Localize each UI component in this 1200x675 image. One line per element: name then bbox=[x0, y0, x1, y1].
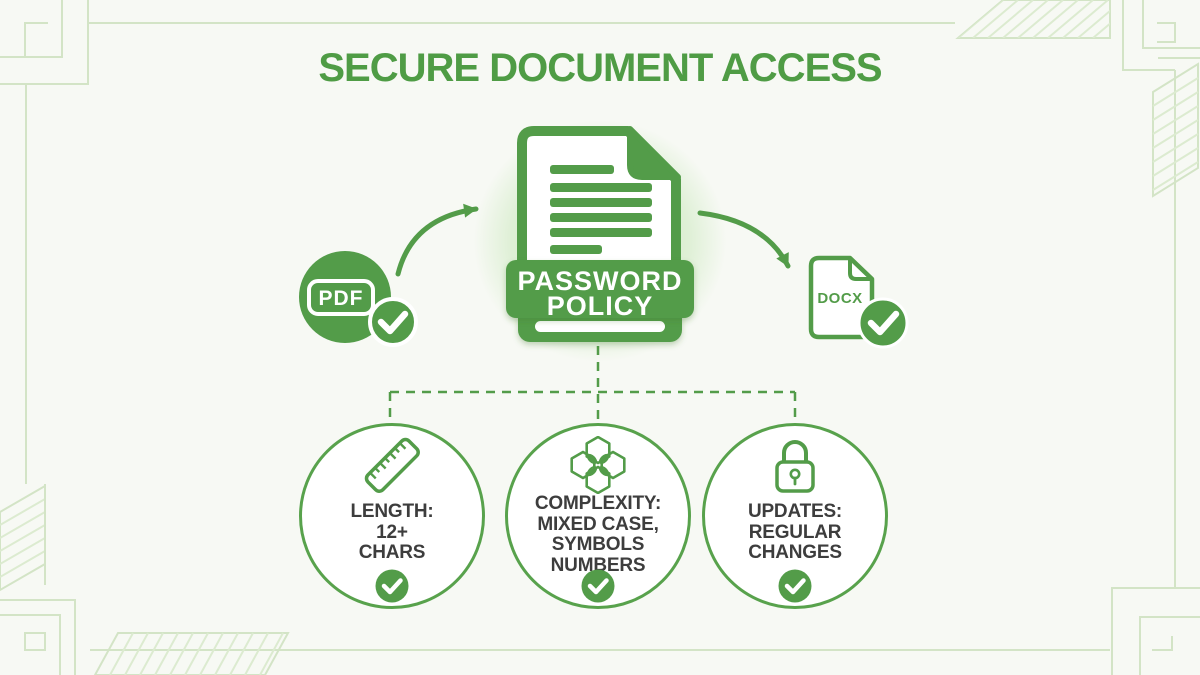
pdf-circle bbox=[299, 251, 391, 343]
docx-folded-corner bbox=[848, 258, 872, 281]
folded-corner bbox=[627, 126, 681, 180]
requirement-complexity-text: COMPLEXITY: MIXED CASE, SYMBOLS NUMBERS bbox=[534, 493, 662, 576]
docx-label: DOCX bbox=[817, 290, 862, 307]
pdf-file-icon: PDF bbox=[299, 251, 418, 347]
padlock-icon bbox=[768, 439, 822, 493]
docx-check-icon bbox=[857, 297, 909, 349]
docx-file-icon: DOCX bbox=[808, 255, 909, 349]
requirement-updates: UPDATES: REGULAR CHANGES bbox=[702, 423, 888, 609]
password-policy-banner: PASSWORD POLICY bbox=[506, 260, 694, 321]
requirement-length: LENGTH: 12+ CHARS bbox=[299, 423, 485, 609]
banner-line1: PASSWORD bbox=[517, 266, 682, 296]
requirement-updates-text: UPDATES: REGULAR CHANGES bbox=[747, 501, 843, 563]
pdf-label: PDF bbox=[319, 287, 364, 310]
password-policy-document-icon: PASSWORD POLICY bbox=[506, 126, 694, 342]
pdf-label-frame bbox=[307, 279, 375, 316]
document-text-lines bbox=[550, 165, 652, 254]
check-icon bbox=[580, 568, 616, 604]
check-icon bbox=[374, 568, 410, 604]
corner-decoration-bottom-right bbox=[1111, 587, 1200, 675]
pdf-check-icon bbox=[368, 297, 418, 347]
banner-line2: POLICY bbox=[547, 291, 654, 321]
requirement-complexity: COMPLEXITY: MIXED CASE, SYMBOLS NUMBERS bbox=[505, 423, 691, 609]
ruler-icon bbox=[361, 437, 423, 493]
hexagon-flower-icon bbox=[569, 436, 627, 494]
check-icon bbox=[777, 568, 813, 604]
page-title: SECURE DOCUMENT ACCESS bbox=[318, 46, 882, 90]
requirement-length-text: LENGTH: 12+ CHARS bbox=[350, 501, 434, 563]
